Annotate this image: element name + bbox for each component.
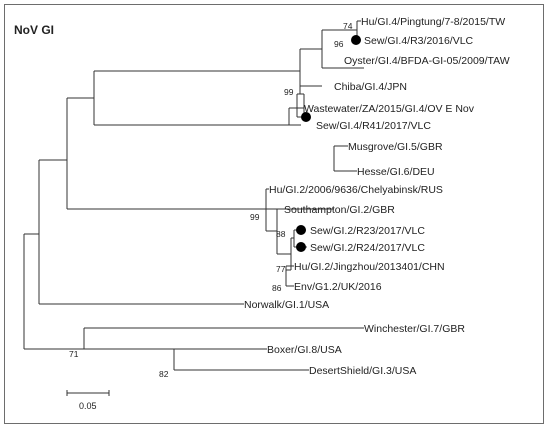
tree-branches xyxy=(23,20,364,396)
sample-marker xyxy=(296,242,306,252)
bootstrap-label: 96 xyxy=(334,39,344,49)
taxon-label: Sew/GI.4/R41/2017/VLC xyxy=(316,120,431,132)
taxon-label: Boxer/GI.8/USA xyxy=(267,344,342,356)
bootstrap-label: 82 xyxy=(159,369,169,379)
taxon-label: Norwalk/GI.1/USA xyxy=(244,299,329,311)
taxon-label: Hu/GI.2/Jingzhou/2013401/CHN xyxy=(294,261,445,273)
bootstrap-values: 74 96 99 99 88 77 86 71 82 xyxy=(69,21,353,379)
taxon-label: Musgrove/GI.5/GBR xyxy=(348,141,443,153)
taxon-label: Southampton/GI.2/GBR xyxy=(284,204,395,216)
bootstrap-label: 77 xyxy=(276,264,286,274)
marker-layer xyxy=(296,35,361,252)
bootstrap-label: 71 xyxy=(69,349,79,359)
bootstrap-label: 74 xyxy=(343,21,353,31)
taxon-label: Env/G1.2/UK/2016 xyxy=(294,281,382,293)
figure-title: NoV GI xyxy=(14,23,54,37)
bootstrap-label: 88 xyxy=(276,229,286,239)
taxon-label: Sew/GI.2/R24/2017/VLC xyxy=(310,242,425,254)
taxon-label: Winchester/GI.7/GBR xyxy=(364,323,465,335)
taxon-label: Chiba/GI.4/JPN xyxy=(334,81,407,93)
taxon-label: Oyster/GI.4/BFDA-GI-05/2009/TAW xyxy=(344,55,510,67)
phylogenetic-tree-figure: NoV GI xyxy=(4,4,544,424)
taxon-labels: Hu/GI.4/Pingtung/7-8/2015/TW Sew/GI.4/R3… xyxy=(244,16,510,377)
sample-marker xyxy=(296,225,306,235)
taxon-label: Hu/GI.2/2006/9636/Chelyabinsk/RUS xyxy=(269,184,443,196)
scale-bar-label: 0.05 xyxy=(79,401,97,411)
taxon-label: DesertShield/GI.3/USA xyxy=(309,365,416,377)
bootstrap-label: 86 xyxy=(272,283,282,293)
taxon-label: Wastewater/ZA/2015/GI.4/OV E Nov xyxy=(304,103,475,115)
taxon-label: Hesse/GI.6/DEU xyxy=(357,166,435,178)
figure-border xyxy=(4,4,544,424)
bootstrap-label: 99 xyxy=(284,87,294,97)
taxon-label: Hu/GI.4/Pingtung/7-8/2015/TW xyxy=(361,16,505,28)
taxon-label: Sew/GI.2/R23/2017/VLC xyxy=(310,225,425,237)
sample-marker xyxy=(301,112,311,122)
sample-marker xyxy=(351,35,361,45)
bootstrap-label: 99 xyxy=(250,212,260,222)
taxon-label: Sew/GI.4/R3/2016/VLC xyxy=(364,35,474,47)
